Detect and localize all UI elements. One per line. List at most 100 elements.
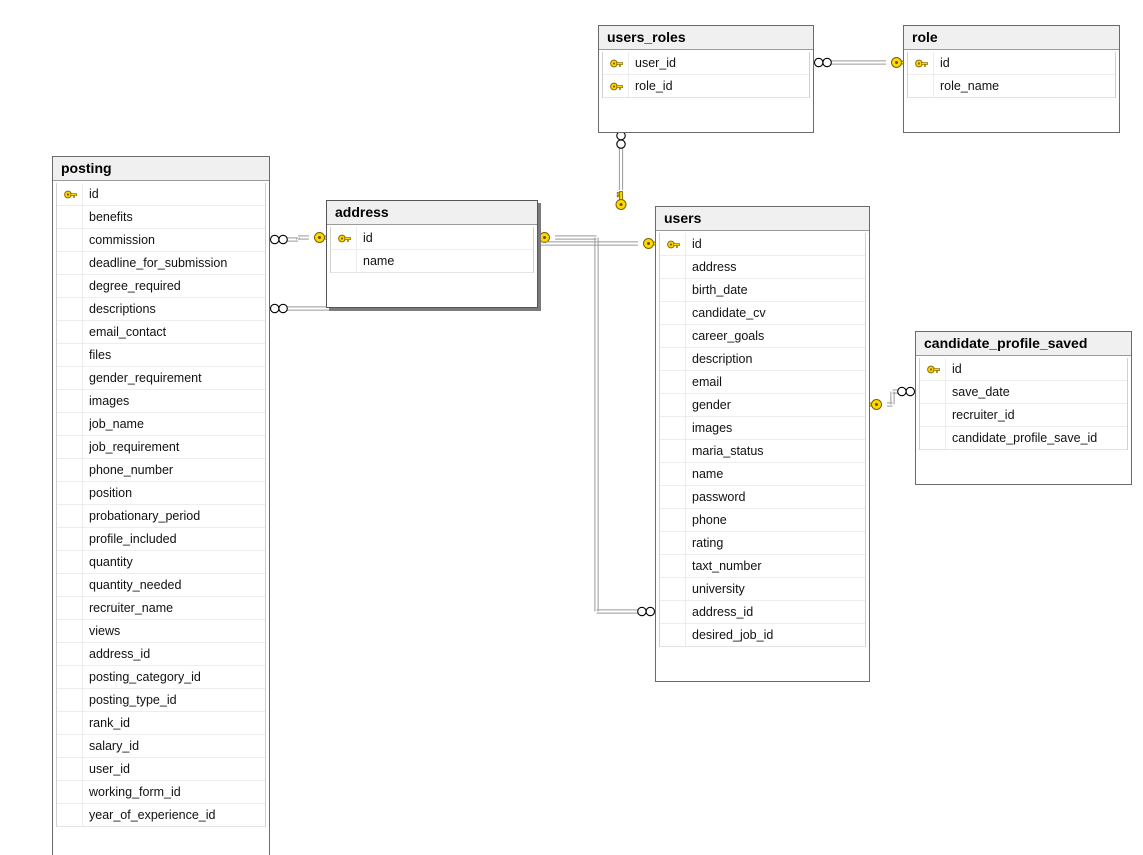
- field-row[interactable]: job_name: [57, 413, 265, 436]
- field-gutter: [660, 509, 686, 531]
- field-row[interactable]: quantity_needed: [57, 574, 265, 597]
- field-row[interactable]: gender: [660, 394, 865, 417]
- field-row[interactable]: candidate_profile_save_id: [920, 427, 1127, 450]
- field-name: degree_required: [89, 279, 181, 293]
- field-row[interactable]: posting_type_id: [57, 689, 265, 712]
- field-name: email_contact: [89, 325, 167, 339]
- field-row[interactable]: position: [57, 482, 265, 505]
- field-row[interactable]: role_name: [908, 75, 1115, 98]
- field-row[interactable]: password: [660, 486, 865, 509]
- field-name: id: [363, 231, 373, 245]
- field-gutter: [920, 381, 946, 403]
- field-row[interactable]: phone: [660, 509, 865, 532]
- field-row[interactable]: working_form_id: [57, 781, 265, 804]
- field-row[interactable]: probationary_period: [57, 505, 265, 528]
- field-row[interactable]: id: [331, 227, 533, 250]
- table-title-candidate_profile_saved: candidate_profile_saved: [916, 332, 1131, 356]
- field-row[interactable]: description: [660, 348, 865, 371]
- field-row[interactable]: maria_status: [660, 440, 865, 463]
- field-row[interactable]: files: [57, 344, 265, 367]
- field-row[interactable]: posting_category_id: [57, 666, 265, 689]
- field-row[interactable]: descriptions: [57, 298, 265, 321]
- field-name: salary_id: [89, 739, 140, 753]
- field-row[interactable]: birth_date: [660, 279, 865, 302]
- field-row[interactable]: save_date: [920, 381, 1127, 404]
- field-row[interactable]: name: [331, 250, 533, 273]
- field-row[interactable]: gender_requirement: [57, 367, 265, 390]
- field-row[interactable]: desired_job_id: [660, 624, 865, 647]
- field-row[interactable]: images: [660, 417, 865, 440]
- field-name: user_id: [635, 56, 676, 70]
- field-gutter: [57, 413, 83, 435]
- field-gutter: [660, 302, 686, 324]
- field-row[interactable]: address_id: [660, 601, 865, 624]
- field-row[interactable]: phone_number: [57, 459, 265, 482]
- field-gutter: [57, 252, 83, 274]
- primary-key-gutter: [660, 233, 686, 255]
- field-row[interactable]: commission: [57, 229, 265, 252]
- field-row[interactable]: year_of_experience_id: [57, 804, 265, 827]
- field-row[interactable]: taxt_number: [660, 555, 865, 578]
- field-name: posting_category_id: [89, 670, 201, 684]
- field-row[interactable]: user_id: [57, 758, 265, 781]
- field-gutter: [57, 390, 83, 412]
- field-row[interactable]: role_id: [603, 75, 809, 98]
- field-row[interactable]: email: [660, 371, 865, 394]
- field-name: email: [692, 375, 722, 389]
- field-row[interactable]: profile_included: [57, 528, 265, 551]
- field-name: id: [89, 187, 99, 201]
- table-body-address: id name: [327, 225, 537, 307]
- field-gutter: [660, 624, 686, 646]
- field-row[interactable]: rank_id: [57, 712, 265, 735]
- field-row[interactable]: address_id: [57, 643, 265, 666]
- field-row[interactable]: id: [908, 52, 1115, 75]
- field-row[interactable]: images: [57, 390, 265, 413]
- field-row[interactable]: deadline_for_submission: [57, 252, 265, 275]
- field-row[interactable]: job_requirement: [57, 436, 265, 459]
- primary-key-gutter: [908, 52, 934, 74]
- field-row[interactable]: rating: [660, 532, 865, 555]
- relationship-address-users: [531, 232, 656, 617]
- field-name: maria_status: [692, 444, 764, 458]
- field-row[interactable]: candidate_cv: [660, 302, 865, 325]
- field-gutter: [660, 578, 686, 600]
- field-row[interactable]: salary_id: [57, 735, 265, 758]
- field-row[interactable]: id: [660, 233, 865, 256]
- field-row[interactable]: university: [660, 578, 865, 601]
- field-list-address: id name: [330, 227, 534, 273]
- field-name: quantity_needed: [89, 578, 182, 592]
- field-row[interactable]: address: [660, 256, 865, 279]
- field-row[interactable]: email_contact: [57, 321, 265, 344]
- field-row[interactable]: user_id: [603, 52, 809, 75]
- field-list-users_roles: user_id role_id: [602, 52, 810, 98]
- field-name: address_id: [89, 647, 151, 661]
- field-row[interactable]: career_goals: [660, 325, 865, 348]
- field-row[interactable]: views: [57, 620, 265, 643]
- field-gutter: [660, 417, 686, 439]
- field-name: address: [692, 260, 737, 274]
- field-name: address_id: [692, 605, 754, 619]
- field-row[interactable]: recruiter_id: [920, 404, 1127, 427]
- field-row[interactable]: id: [57, 183, 265, 206]
- field-row[interactable]: id: [920, 358, 1127, 381]
- field-row[interactable]: name: [660, 463, 865, 486]
- field-name: career_goals: [692, 329, 765, 343]
- field-gutter: [660, 440, 686, 462]
- field-row[interactable]: quantity: [57, 551, 265, 574]
- field-row[interactable]: degree_required: [57, 275, 265, 298]
- field-gutter: [660, 371, 686, 393]
- table-title-address: address: [327, 201, 537, 225]
- table-empty-area: [907, 98, 1116, 132]
- field-row[interactable]: benefits: [57, 206, 265, 229]
- entity-table-address[interactable]: address id name: [326, 200, 538, 308]
- field-row[interactable]: recruiter_name: [57, 597, 265, 620]
- field-gutter: [660, 325, 686, 347]
